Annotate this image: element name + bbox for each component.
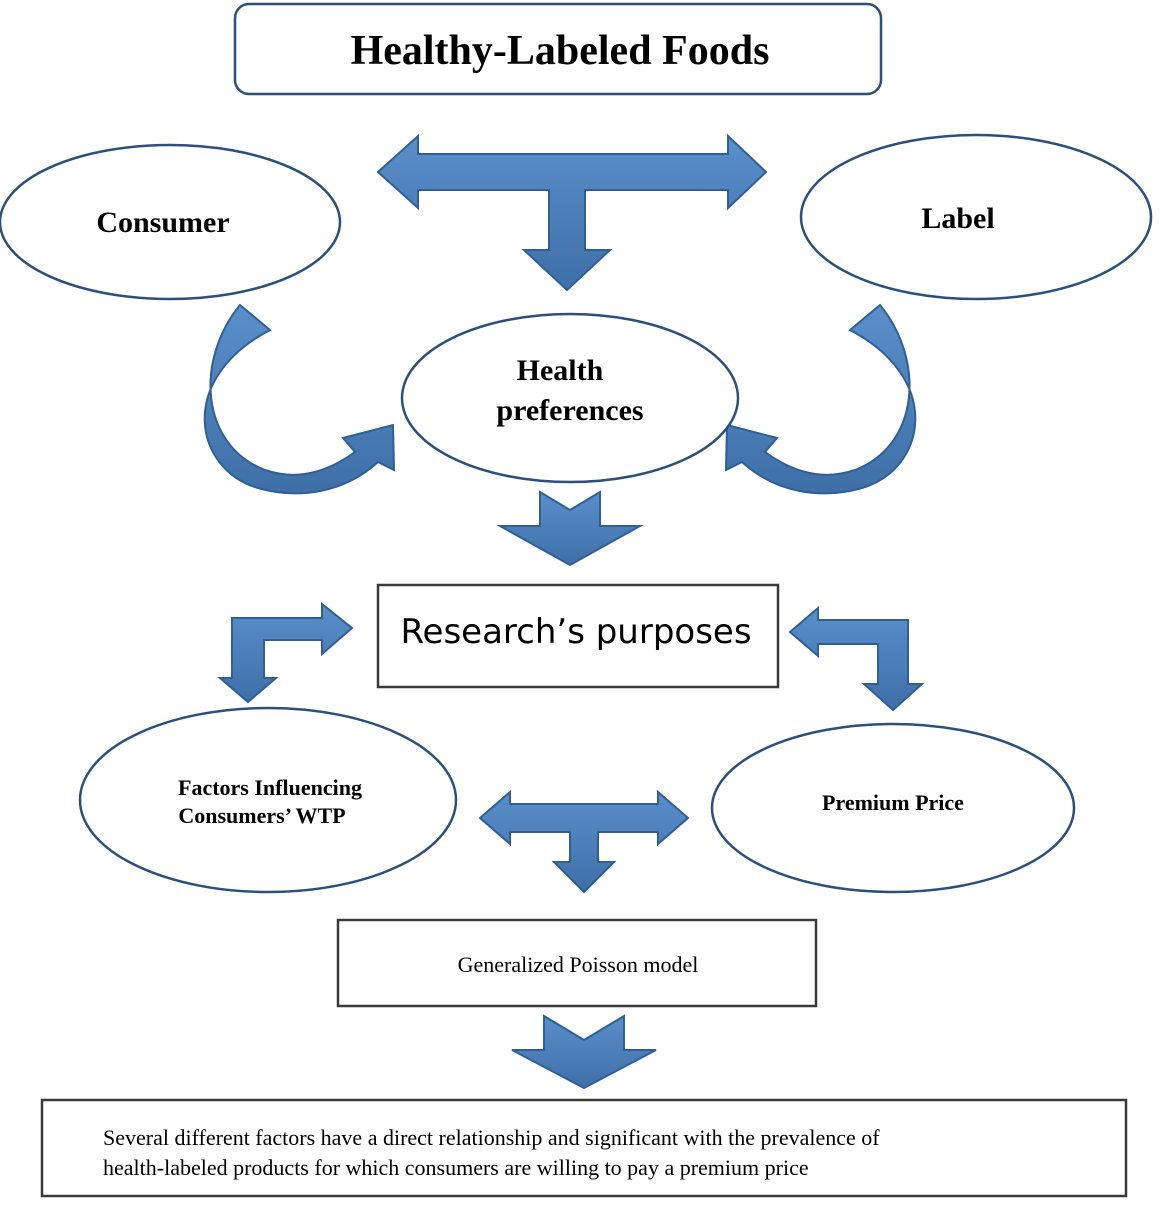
- health-preferences-node: Health preferences: [400, 312, 740, 484]
- left-curved-arrow: [203, 303, 396, 495]
- label-node-label: Label: [921, 202, 994, 235]
- factors-line-2: Consumers’ WTP: [178, 803, 345, 828]
- consumer-node: Consumer: [0, 143, 342, 301]
- conclusion-box: Several different factors have a direct …: [40, 1098, 1128, 1198]
- consumer-label: Consumer: [96, 206, 229, 239]
- health-line-2: preferences: [496, 394, 643, 427]
- title-text: Healthy-Labeled Foods: [351, 28, 770, 74]
- research-purposes-box: Research’s purposes: [376, 583, 780, 689]
- down-arrow-to-conclusion: [511, 1014, 657, 1090]
- down-arrow-to-research: [496, 490, 644, 567]
- left-bent-arrow: [217, 601, 354, 704]
- model-label: Generalized Poisson model: [458, 952, 699, 977]
- model-box: Generalized Poisson model: [336, 918, 818, 1008]
- research-purposes-label: Research’s purposes: [400, 612, 751, 652]
- premium-price-label: Premium Price: [822, 790, 964, 815]
- right-curved-arrow: [724, 303, 917, 495]
- factors-node: Factors Influencing Consumers’ WTP: [78, 706, 458, 894]
- top-split-arrow: [376, 133, 768, 292]
- label-node: Label: [799, 133, 1153, 301]
- factors-line-1: Factors Influencing: [178, 775, 362, 800]
- conclusion-line-1: Several different factors have a direct …: [103, 1125, 880, 1150]
- right-bent-arrow: [788, 605, 925, 712]
- conclusion-line-2: health-labeled products for which consum…: [103, 1155, 809, 1180]
- middle-split-arrow: [478, 789, 690, 894]
- premium-price-node: Premium Price: [710, 722, 1076, 894]
- title-box: Healthy-Labeled Foods: [233, 2, 883, 96]
- health-line-1: Health: [517, 354, 604, 387]
